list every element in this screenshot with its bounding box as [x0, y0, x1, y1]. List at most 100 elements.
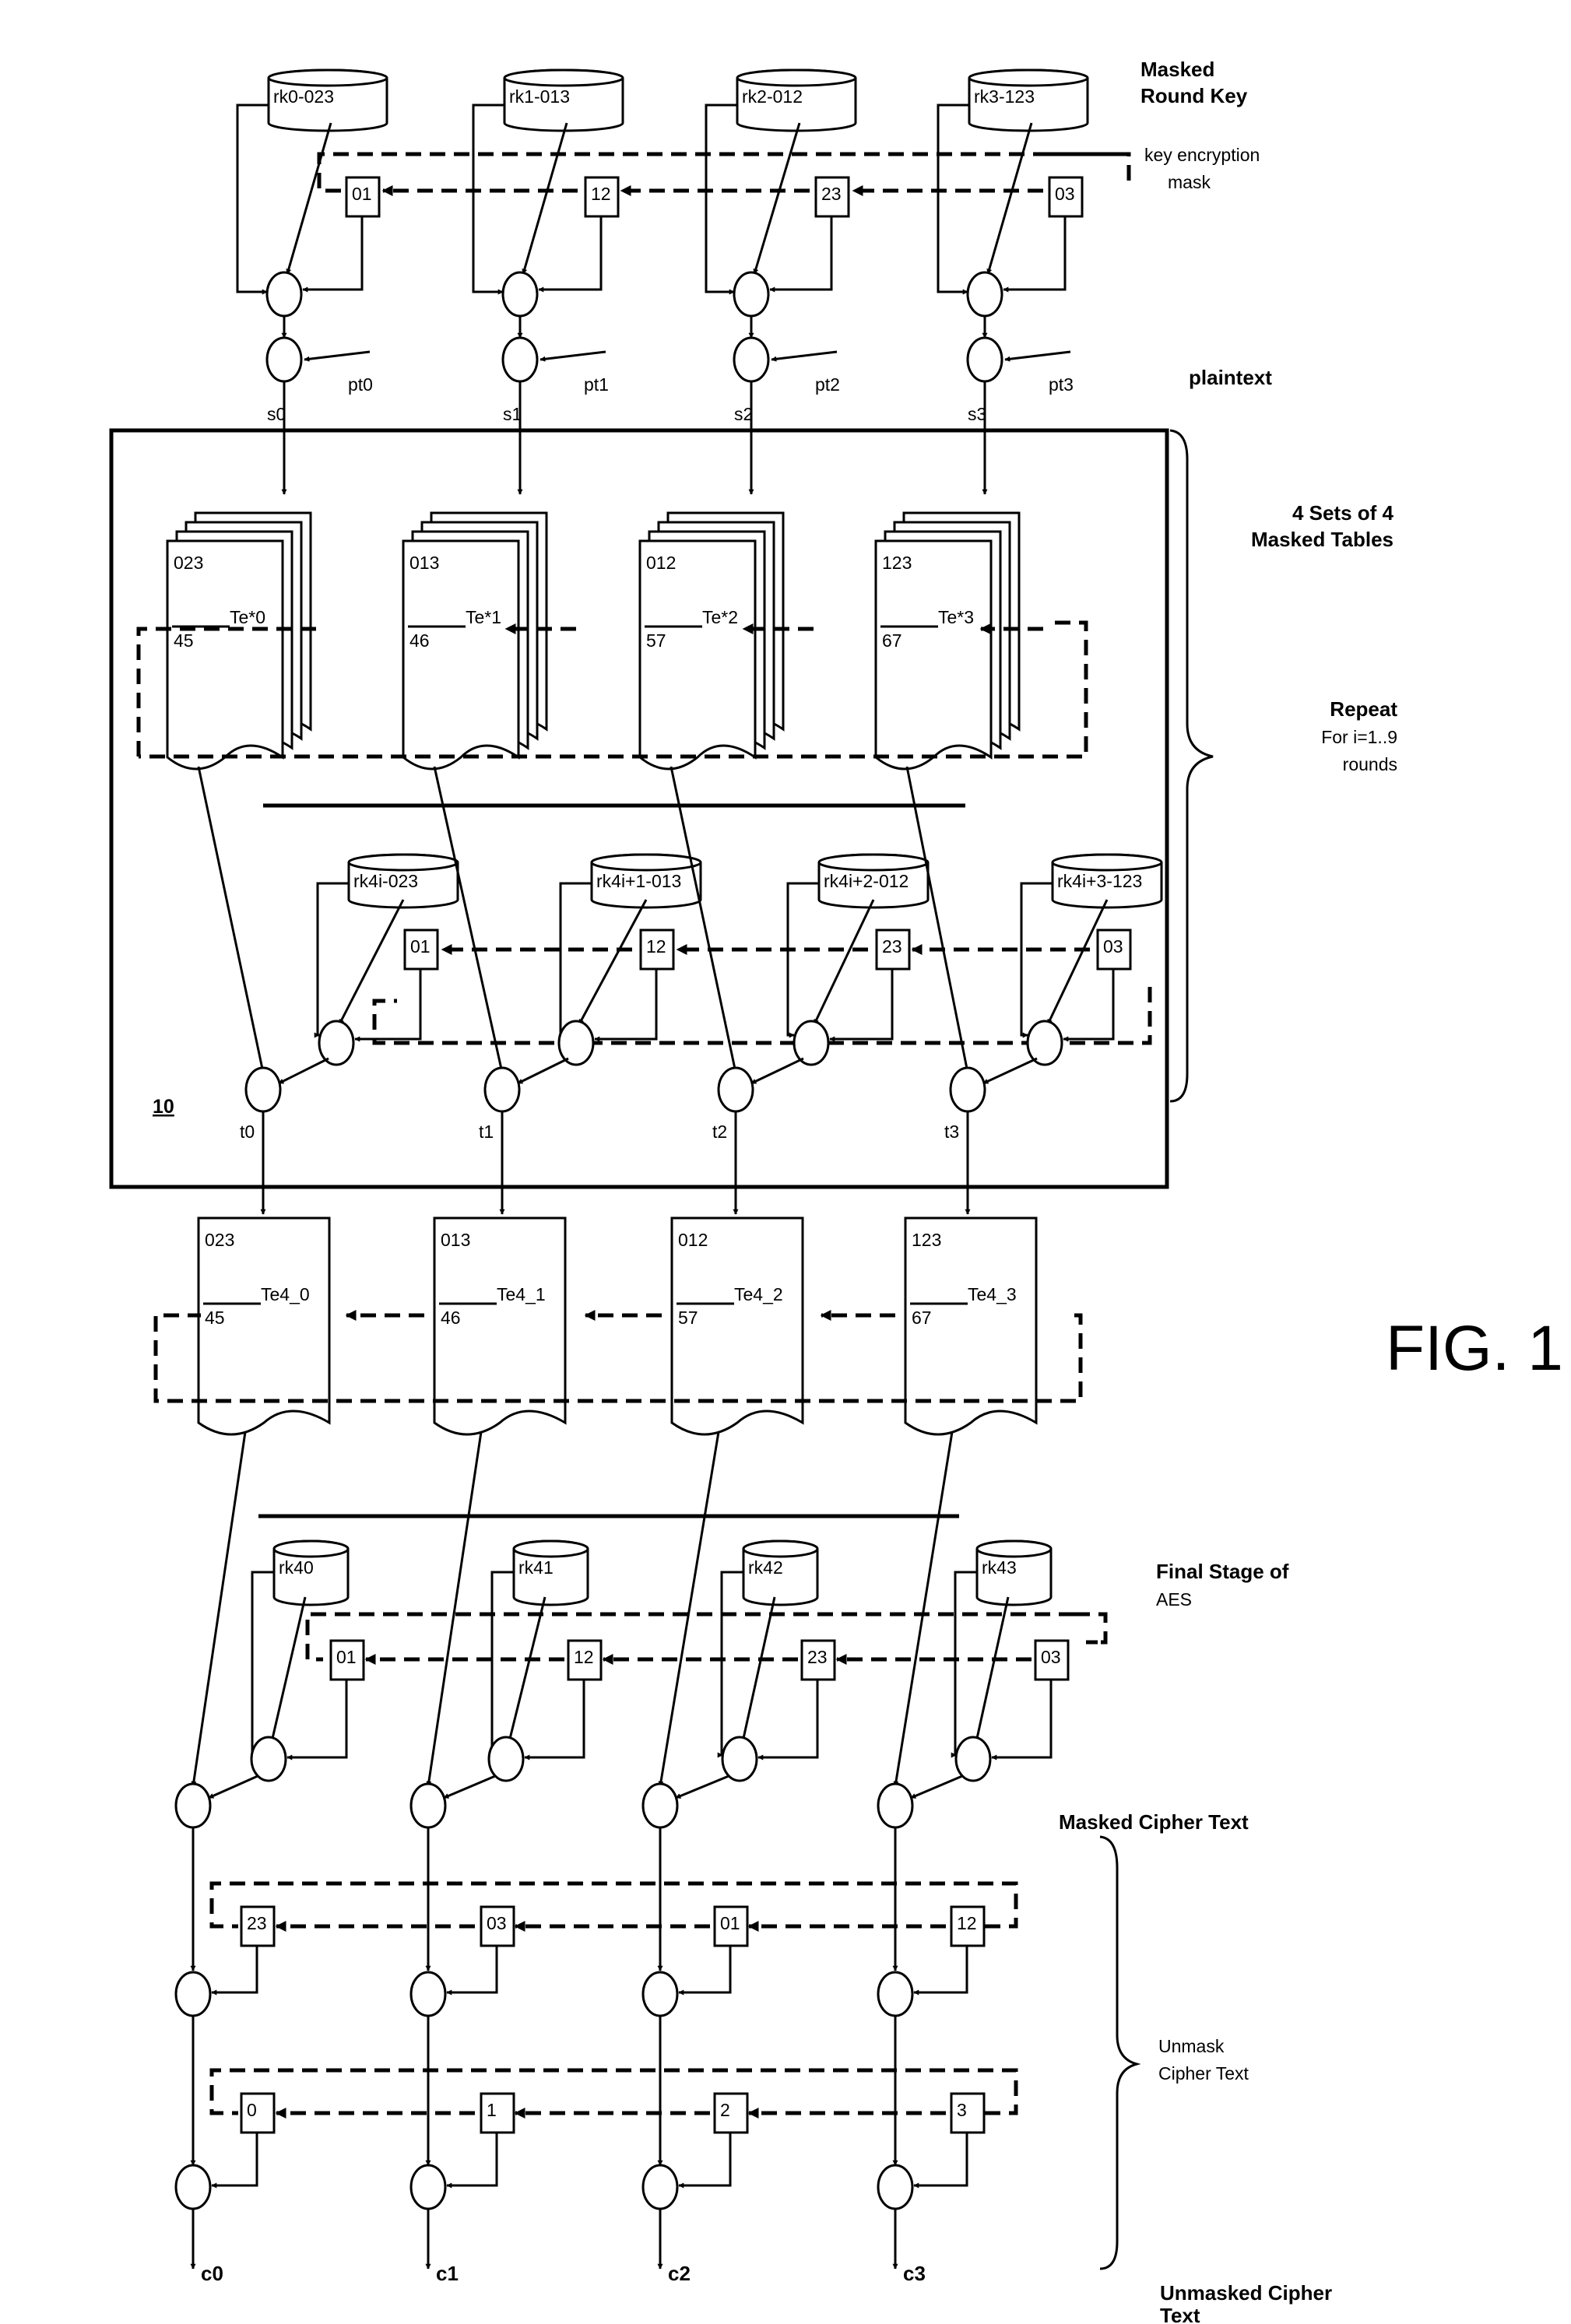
col0-key-mask-box-label: 01: [352, 184, 372, 204]
col3-final-xor-to-cipher: [911, 1776, 962, 1798]
col2-plaintext-in: [771, 352, 837, 360]
unmask-stage-brace: [1100, 1837, 1137, 2269]
col2-te-table-name: Te*2: [702, 607, 738, 627]
col1-unmask2-box-label: 1: [487, 2100, 497, 2120]
svg-text:Cipher Text: Cipher Text: [1158, 2063, 1249, 2084]
col3-unmask1-to-xor: [914, 1946, 967, 1992]
col1-unmask1-xor-node: [411, 1972, 445, 2016]
col3-plaintext-xor-node: [968, 338, 1002, 381]
col0-t-xor-node: [246, 1068, 280, 1111]
col2-loop-key-cylinder-label: rk4i+2-012: [824, 871, 909, 891]
col2-key-mask-box-label: 23: [821, 184, 842, 204]
col2-loop-key-cylinder-top: [819, 855, 928, 870]
col3-loop-xor-to-t: [983, 1058, 1037, 1083]
col1-mask-to-xor: [539, 216, 601, 290]
col3-final-key-to-xor: [976, 1597, 1008, 1742]
col0-final-key-to-xor: [272, 1597, 305, 1742]
annotation-masked-tables: 4 Sets of 4 Masked Tables: [1251, 501, 1394, 551]
col2-round-key-cylinder-top: [737, 70, 856, 86]
col3-te4-to-cipher: [895, 1432, 952, 1786]
col1-t-xor-node: [485, 1068, 519, 1111]
col3-key-xor-node: [968, 272, 1002, 316]
col1-masked-cipher-node: [411, 1784, 445, 1827]
figure-label: FIG. 1: [1386, 1313, 1563, 1384]
col0-final-key-cylinder-label: rk40: [279, 1557, 314, 1578]
col2-t-label: t2: [712, 1122, 727, 1142]
col0-round-key-cylinder-label: rk0-023: [273, 86, 334, 107]
col1-unmask2-xor-node: [411, 2165, 445, 2209]
col3-round-key-cylinder-top: [969, 70, 1088, 86]
col2-unmask2-xor-node: [643, 2165, 677, 2209]
col1-unmask1-to-xor: [447, 1946, 497, 1992]
col2-loop-key-xor-node: [794, 1021, 828, 1065]
col1-final-key-cylinder-top: [514, 1541, 588, 1557]
col2-unmask2-to-xor: [679, 2133, 730, 2185]
col0-loop-key-cylinder-top: [349, 855, 458, 870]
col0-final-key-loop: [251, 1572, 274, 1755]
col1-unmask1-box-label: 03: [487, 1913, 507, 1933]
col3-loop-key-xor-node: [1028, 1021, 1062, 1065]
col3-unmask2-box-label: 3: [957, 2100, 967, 2120]
annotation-masked-round-key: Masked Round Key: [1140, 58, 1248, 107]
col0-key-to-xor: [287, 123, 331, 274]
col1-final-mask-to-xor: [525, 1680, 584, 1757]
col2-final-key-xor-node: [722, 1737, 757, 1781]
col0-t-label: t0: [240, 1122, 255, 1142]
col2-masked-cipher-node: [643, 1784, 677, 1827]
col1-te-table-mask-out: 46: [409, 630, 430, 651]
col0-masked-cipher-node: [176, 1784, 210, 1827]
col2-plaintext-label: pt2: [815, 374, 840, 395]
col0-te-table-mask-out: 45: [174, 630, 194, 651]
col0-te-table-mask-in: 023: [174, 553, 203, 573]
col2-unmask1-xor-node: [643, 1972, 677, 2016]
annotation-unmasked-cipher-text: Unmasked Cipher Text: [1160, 2281, 1332, 2324]
col1-round-key-cylinder-top: [504, 70, 623, 86]
col0-te-table-page: [167, 541, 283, 769]
col3-loop-key-cylinder-top: [1053, 855, 1162, 870]
col0-te4-table-mask-out: 45: [205, 1308, 225, 1328]
col0-loop-mask-box-label: 01: [410, 936, 431, 957]
col1-te4-table-mask-in: 013: [441, 1230, 470, 1250]
col1-table-to-t: [434, 767, 502, 1072]
col0-cipher-label: c0: [201, 2262, 223, 2285]
col0-final-xor-to-cipher: [209, 1776, 258, 1798]
col3-final-key-cylinder-label: rk43: [982, 1557, 1017, 1578]
svg-text:Unmasked Cipher: Unmasked Cipher: [1160, 2281, 1332, 2305]
annotation-plaintext: plaintext: [1189, 366, 1272, 389]
col3-loop-mask-to-xor: [1063, 969, 1113, 1039]
col3-key-to-xor: [988, 123, 1032, 274]
col2-table-to-t: [671, 767, 736, 1072]
col1-plaintext-in: [540, 352, 606, 360]
col2-te4-table-name: Te4_2: [734, 1284, 783, 1304]
col1-te4-table-mask-out: 46: [441, 1308, 461, 1328]
col1-key-loop: [473, 105, 504, 292]
col2-final-mask-box-label: 23: [807, 1647, 828, 1667]
col0-te4-to-cipher: [193, 1432, 245, 1786]
col2-final-key-cylinder-label: rk42: [748, 1557, 783, 1578]
col1-final-xor-to-cipher: [444, 1776, 495, 1798]
col3-round-key-cylinder-label: rk3-123: [974, 86, 1035, 107]
col3-final-key-loop: [955, 1572, 977, 1755]
col1-cipher-label: c1: [436, 2262, 459, 2285]
col1-final-key-to-xor: [509, 1597, 545, 1742]
col3-te-table-mask-in: 123: [882, 553, 912, 573]
col2-final-xor-to-cipher: [676, 1776, 729, 1798]
col1-loop-mask-box-label: 12: [646, 936, 666, 957]
col1-round-key-cylinder-label: rk1-013: [509, 86, 570, 107]
col3-unmask2-xor-node: [878, 2165, 912, 2209]
col0-key-xor-node: [267, 272, 301, 316]
col0-final-key-cylinder-top: [274, 1541, 348, 1557]
svg-text:AES: AES: [1156, 1589, 1192, 1610]
col1-loop-xor-to-t: [518, 1058, 568, 1083]
col2-loop-xor-to-t: [751, 1058, 803, 1083]
col2-te-table-mask-in: 012: [646, 553, 676, 573]
col2-unmask2-box-label: 2: [720, 2100, 730, 2120]
col3-te4-table-name: Te4_3: [968, 1284, 1017, 1304]
repeat-rounds-brace: [1170, 430, 1213, 1101]
svg-text:Repeat: Repeat: [1330, 697, 1397, 721]
col1-loop-key-to-xor: [579, 900, 646, 1024]
col3-unmask1-xor-node: [878, 1972, 912, 2016]
col1-key-mask-box-label: 12: [591, 184, 611, 204]
col3-final-key-xor-node: [956, 1737, 990, 1781]
col0-plaintext-xor-node: [267, 338, 301, 381]
